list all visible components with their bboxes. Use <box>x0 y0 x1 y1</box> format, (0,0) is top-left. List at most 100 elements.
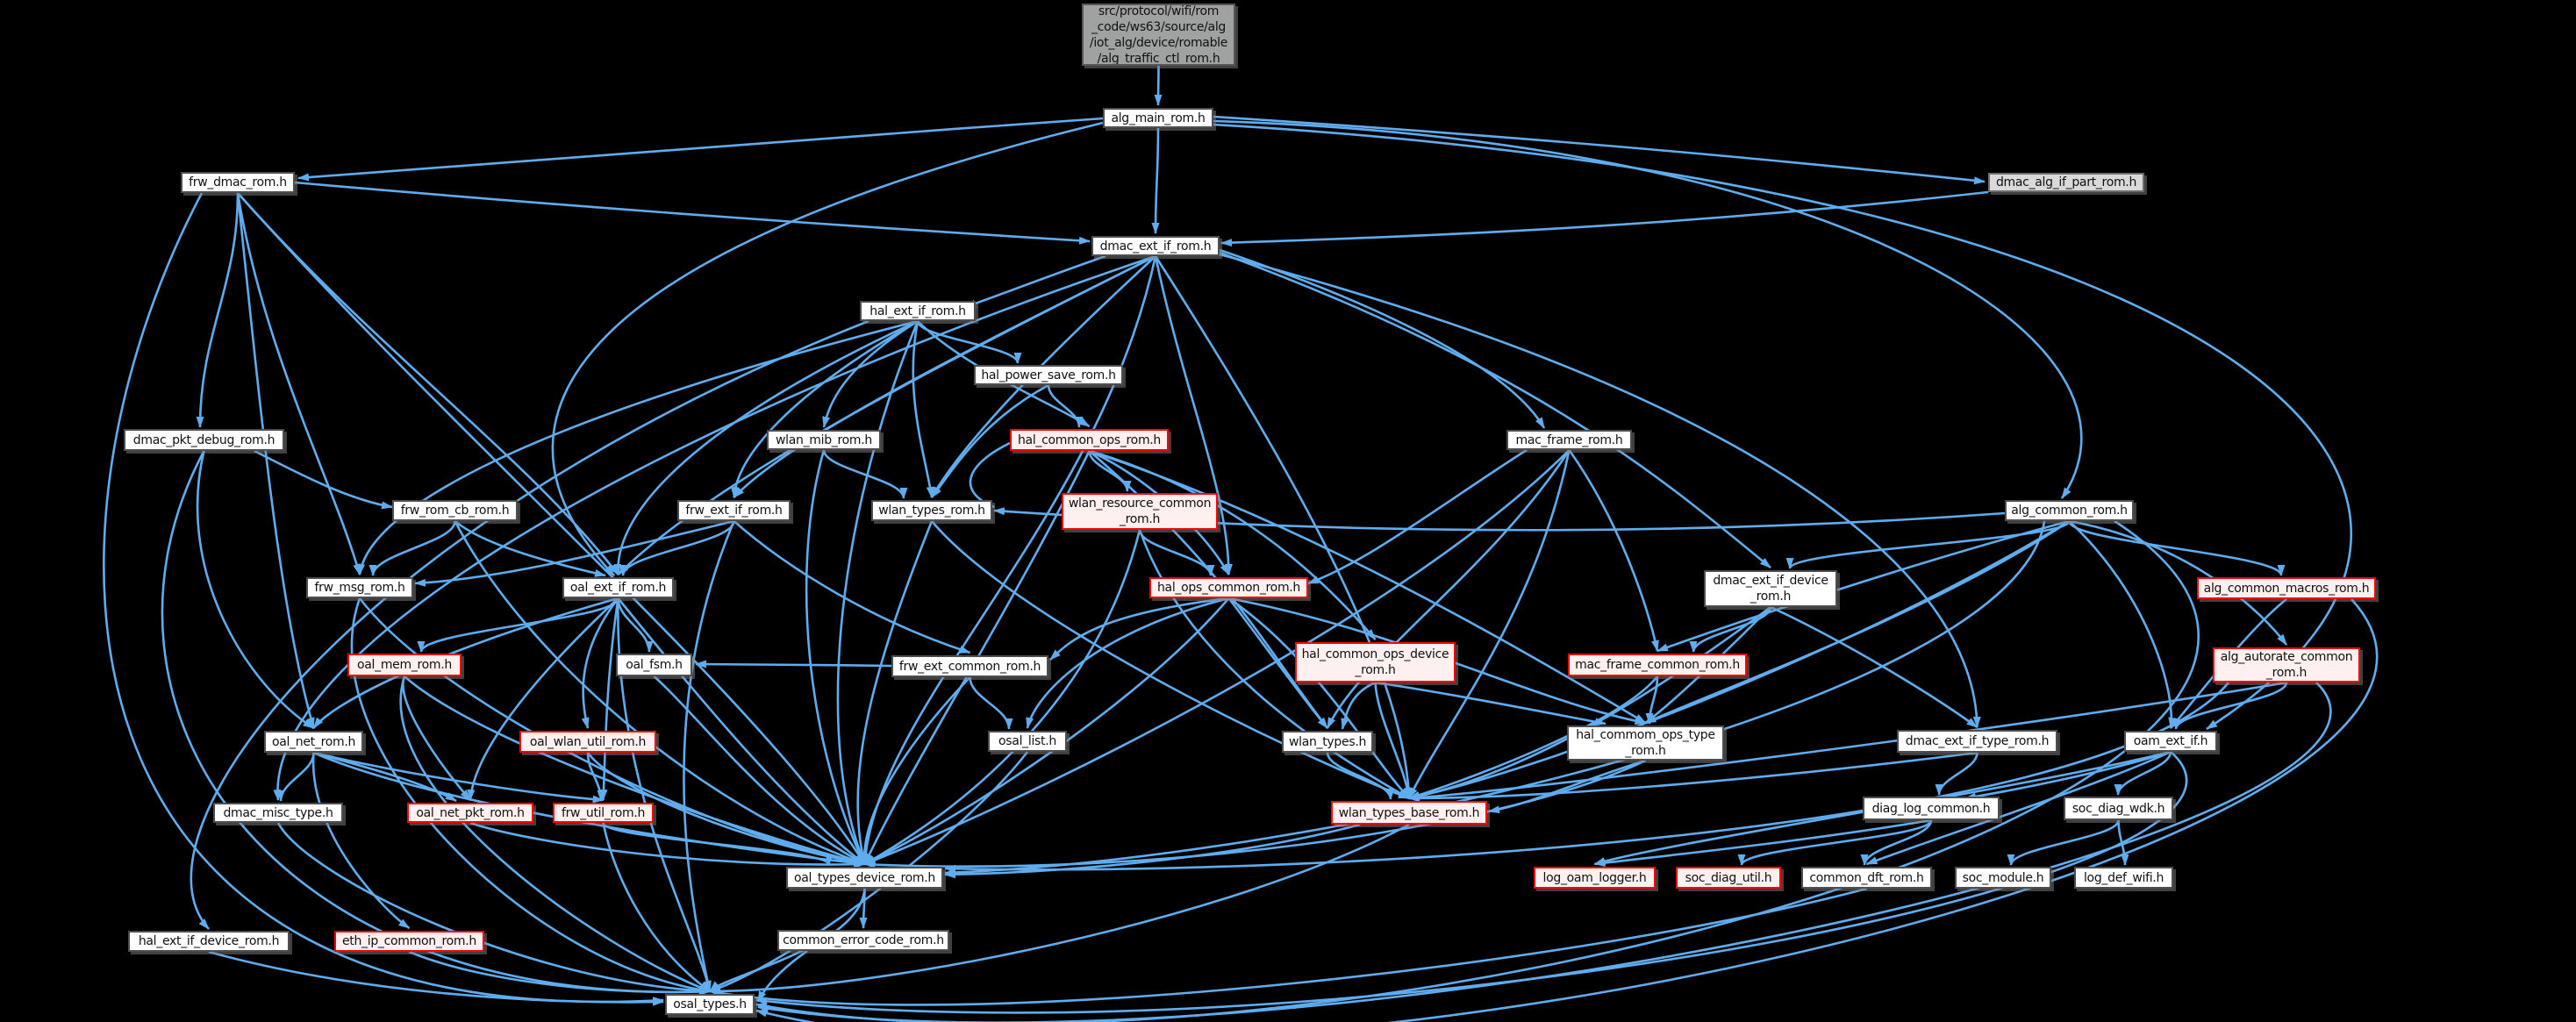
edge-oal_ext_if-oal_types_device <box>617 597 866 866</box>
node-oal_mem[interactable]: oal_mem_rom.h <box>347 654 462 676</box>
node-osal_types[interactable]: osal_types.h <box>665 994 755 1015</box>
node-log_oam_logger[interactable]: log_oam_logger.h <box>1534 867 1656 889</box>
node-dmac_alg_if_part[interactable]: dmac_alg_if_part_rom.h <box>1988 173 2144 192</box>
node-wlan_types_rom[interactable]: wlan_types_rom.h <box>871 500 992 521</box>
node-frw_dmac[interactable]: frw_dmac_rom.h <box>181 172 295 193</box>
edge-alg_main-dmac_ext_if <box>1151 127 1160 234</box>
edge-oal_net-dmac_misc_type <box>276 752 315 802</box>
node-dmac_ext_if[interactable]: dmac_ext_if_rom.h <box>1091 236 1220 256</box>
node-frw_msg[interactable]: frw_msg_rom.h <box>306 577 413 598</box>
edge-dmac_pkt_debug-oal_net <box>196 450 315 730</box>
node-alg_main[interactable]: alg_main_rom.h <box>1103 108 1213 128</box>
node-soc_diag_util[interactable]: soc_diag_util.h <box>1676 867 1781 889</box>
edge-alg_autorate-oam_ext_if <box>2172 682 2288 730</box>
node-oal_net_pkt[interactable]: oal_net_pkt_rom.h <box>407 803 533 823</box>
edge-hal_ext_if-hal_power_save <box>916 320 1022 364</box>
node-oam_ext_if[interactable]: oam_ext_if.h <box>2124 731 2217 752</box>
node-hal_ops_common[interactable]: hal_ops_common_rom.h <box>1149 577 1308 598</box>
node-wlan_resource[interactable]: wlan_resource_common _rom.h <box>1062 493 1218 530</box>
node-wlan_types[interactable]: wlan_types.h <box>1282 731 1373 753</box>
edge-hal_ops_common-hal_commom_ops_type <box>1228 597 1647 725</box>
node-frw_util[interactable]: frw_util_rom.h <box>553 803 654 823</box>
edge-alg_autorate-wlan_types_base <box>1408 681 2287 802</box>
edge-frw_rom_cb-frw_msg <box>369 520 456 576</box>
node-soc_module[interactable]: soc_module.h <box>1955 867 2051 889</box>
node-wlan_types_base[interactable]: wlan_types_base_rom.h <box>1331 801 1487 825</box>
edge-oal_net_pkt-oal_types_device <box>469 821 866 868</box>
edge-frw_dmac-oal_net <box>236 192 315 729</box>
edge-hal_ext_if-oal_ext_if <box>613 319 919 575</box>
edge-frw_ext_common-oal_types_device <box>860 676 971 865</box>
edge-frw_util-oal_types_device <box>602 822 834 866</box>
node-dmac_misc_type[interactable]: dmac_misc_type.h <box>213 803 343 823</box>
edge-frw_rom_cb-oal_ext_if <box>454 519 606 577</box>
edge-soc_diag_wdk-log_def_wifi <box>2117 819 2129 866</box>
node-eth_ip_common[interactable]: eth_ip_common_rom.h <box>334 931 484 952</box>
node-osal_list[interactable]: osal_list.h <box>988 731 1067 752</box>
edge-frw_util-osal_types <box>602 822 711 993</box>
node-mac_frame_common[interactable]: mac_frame_common_rom.h <box>1568 654 1747 676</box>
node-dmac_ext_if_type[interactable]: dmac_ext_if_type_rom.h <box>1897 730 2057 753</box>
edge-osal_list-osal_types <box>709 751 1029 993</box>
edge-oal_wlan_util-oal_types_device <box>586 752 866 867</box>
edge-oam_ext_if-log_oam_logger <box>1593 750 2172 866</box>
edge-oal_ext_if-oal_wlan_util <box>581 597 619 729</box>
node-wlan_mib[interactable]: wlan_mib_rom.h <box>767 430 881 450</box>
edge-alg_main-oam_ext_if <box>1213 123 2352 731</box>
node-hal_ext_if_device[interactable]: hal_ext_if_device_rom.h <box>128 931 290 952</box>
edge-wlan_mib-oal_types_device <box>805 449 866 865</box>
edge-oal_wlan_util-frw_util <box>586 752 605 802</box>
edge-dmac_ext_if-dmac_ext_if_device <box>1219 251 1771 569</box>
edge-mac_frame_common-hal_commom_ops_type <box>1645 675 1659 725</box>
edge-alg_main-dmac_alg_if_part <box>1213 115 1986 185</box>
edge-hal_ext_if-wlan_types_rom <box>912 320 934 498</box>
edge-hal_ext_if-frw_ext_if <box>730 319 919 498</box>
node-hal_power_save[interactable]: hal_power_save_rom.h <box>974 365 1123 385</box>
edge-mac_frame-hal_ops_common <box>1307 448 1528 585</box>
edge-mac_frame-mac_frame_common <box>1568 449 1659 652</box>
edge-dmac_ext_if_type-diag_log_common <box>1935 752 1979 796</box>
node-hal_common_ops[interactable]: hal_common_ops_rom.h <box>1010 429 1169 451</box>
node-oal_wlan_util[interactable]: oal_wlan_util_rom.h <box>519 731 656 753</box>
node-frw_rom_cb[interactable]: frw_rom_cb_rom.h <box>392 500 518 521</box>
node-common_dft[interactable]: common_dft_rom.h <box>1801 867 1932 889</box>
node-common_error_code[interactable]: common_error_code_rom.h <box>777 930 949 951</box>
edge-dmac_ext_if-wlan_types_rom <box>930 255 1156 498</box>
node-dmac_pkt_debug[interactable]: dmac_pkt_debug_rom.h <box>124 429 284 451</box>
node-oal_fsm[interactable]: oal_fsm.h <box>616 654 692 676</box>
edge-dmac_misc_type-osal_types <box>276 822 711 995</box>
node-alg_common[interactable]: alg_common_rom.h <box>2005 500 2134 521</box>
node-log_def_wifi[interactable]: log_def_wifi.h <box>2074 867 2173 889</box>
edge-frw_ext_if-osal_types <box>683 520 735 992</box>
node-oal_types_device[interactable]: oal_types_device_rom.h <box>786 867 943 889</box>
edge-hal_ext_if-oal_types_device <box>836 320 919 865</box>
edge-wlan_resource-oal_types_device <box>863 529 1141 866</box>
node-hal_ext_if[interactable]: hal_ext_if_rom.h <box>860 301 976 321</box>
node-t0[interactable]: src/protocol/wifi/rom _code/ws63/source/… <box>1082 4 1235 66</box>
edge-hal_common_ops_device-hal_commom_ops_type <box>1375 681 1606 726</box>
edge-dmac_ext_if-dmac_ext_if_type <box>1219 253 1981 728</box>
edge-hal_ops_common-oal_types_device <box>863 597 1230 866</box>
node-frw_ext_if[interactable]: frw_ext_if_rom.h <box>677 500 791 521</box>
edge-oal_ext_if-oal_fsm <box>617 597 654 653</box>
node-oal_net[interactable]: oal_net_rom.h <box>264 731 363 753</box>
node-frw_ext_common[interactable]: frw_ext_common_rom.h <box>891 655 1048 677</box>
node-diag_log_common[interactable]: diag_log_common.h <box>1863 797 2000 820</box>
edge-frw_dmac-dmac_ext_if <box>294 181 1091 245</box>
node-hal_commom_ops_type[interactable]: hal_commom_ops_type _rom.h <box>1567 725 1724 761</box>
edge-wlan_types_base-osal_types <box>709 823 1410 996</box>
edge-dmac_ext_if_device-mac_frame_common <box>1689 606 1772 653</box>
edge-oal_ext_if-frw_util <box>599 597 619 801</box>
node-alg_common_macros[interactable]: alg_common_macros_rom.h <box>2197 577 2376 599</box>
node-oal_ext_if[interactable]: oal_ext_if_rom.h <box>562 577 674 598</box>
edge-hal_ext_if-frw_msg <box>357 319 919 575</box>
node-alg_autorate[interactable]: alg_autorate_common _rom.h <box>2213 647 2360 683</box>
node-mac_frame[interactable]: mac_frame_rom.h <box>1506 430 1632 450</box>
edge-oal_net-oal_types_device <box>312 751 866 868</box>
node-hal_common_ops_device[interactable]: hal_common_ops_device _rom.h <box>1295 642 1456 683</box>
edge-alg_main-oal_ext_if <box>551 121 1104 576</box>
node-soc_diag_wdk[interactable]: soc_diag_wdk.h <box>2064 797 2173 820</box>
node-dmac_ext_if_device[interactable]: dmac_ext_if_device _rom.h <box>1704 570 1837 607</box>
edge-oal_ext_if-oal_net_pkt <box>467 597 619 801</box>
